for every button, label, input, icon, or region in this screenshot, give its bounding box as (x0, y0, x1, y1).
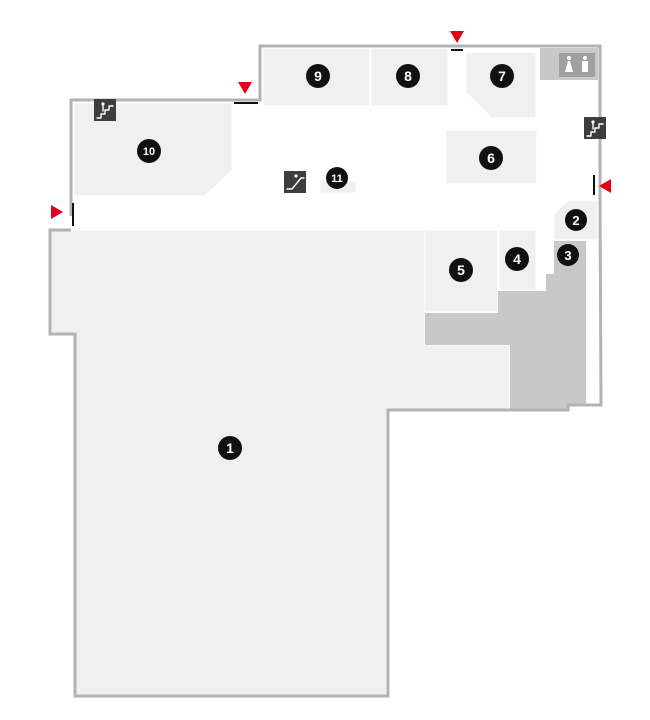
building-outline (48, 44, 603, 698)
unit-label: 10 (143, 146, 155, 158)
stairs-icon (94, 99, 116, 121)
unit-badge-8[interactable]: 8 (396, 64, 420, 88)
unit-label: 5 (457, 262, 465, 278)
unit-label: 6 (487, 150, 495, 166)
unit-label: 3 (564, 248, 571, 263)
unit-badge-10[interactable]: 10 (137, 139, 161, 163)
unit-badge-6[interactable]: 6 (479, 146, 503, 170)
unit-badge-1[interactable]: 1 (218, 436, 242, 460)
escalator-icon (284, 171, 306, 193)
restroom-icon (559, 53, 595, 77)
stairs-icon (584, 117, 606, 139)
service-area (425, 241, 586, 410)
unit-badge-4[interactable]: 4 (505, 247, 529, 271)
entrance-arrow-icon (450, 31, 464, 43)
unit-badge-3[interactable]: 3 (557, 244, 579, 266)
unit-label: 9 (314, 68, 322, 84)
unit-badge-5[interactable]: 5 (449, 258, 473, 282)
unit-badge-11[interactable]: 11 (326, 167, 348, 189)
entrance-arrow-icon (238, 82, 252, 94)
entrance-arrow-icon (51, 205, 63, 219)
unit-label: 2 (572, 213, 579, 228)
unit-label: 4 (513, 251, 521, 267)
unit-badge-2[interactable]: 2 (565, 209, 587, 231)
unit-label: 8 (404, 68, 412, 84)
unit-label: 7 (498, 68, 506, 84)
unit-badge-7[interactable]: 7 (490, 64, 514, 88)
unit-label: 1 (226, 440, 234, 456)
unit-label: 11 (331, 173, 343, 185)
entrance-arrow-icon (599, 179, 611, 193)
unit-badge-9[interactable]: 9 (306, 64, 330, 88)
